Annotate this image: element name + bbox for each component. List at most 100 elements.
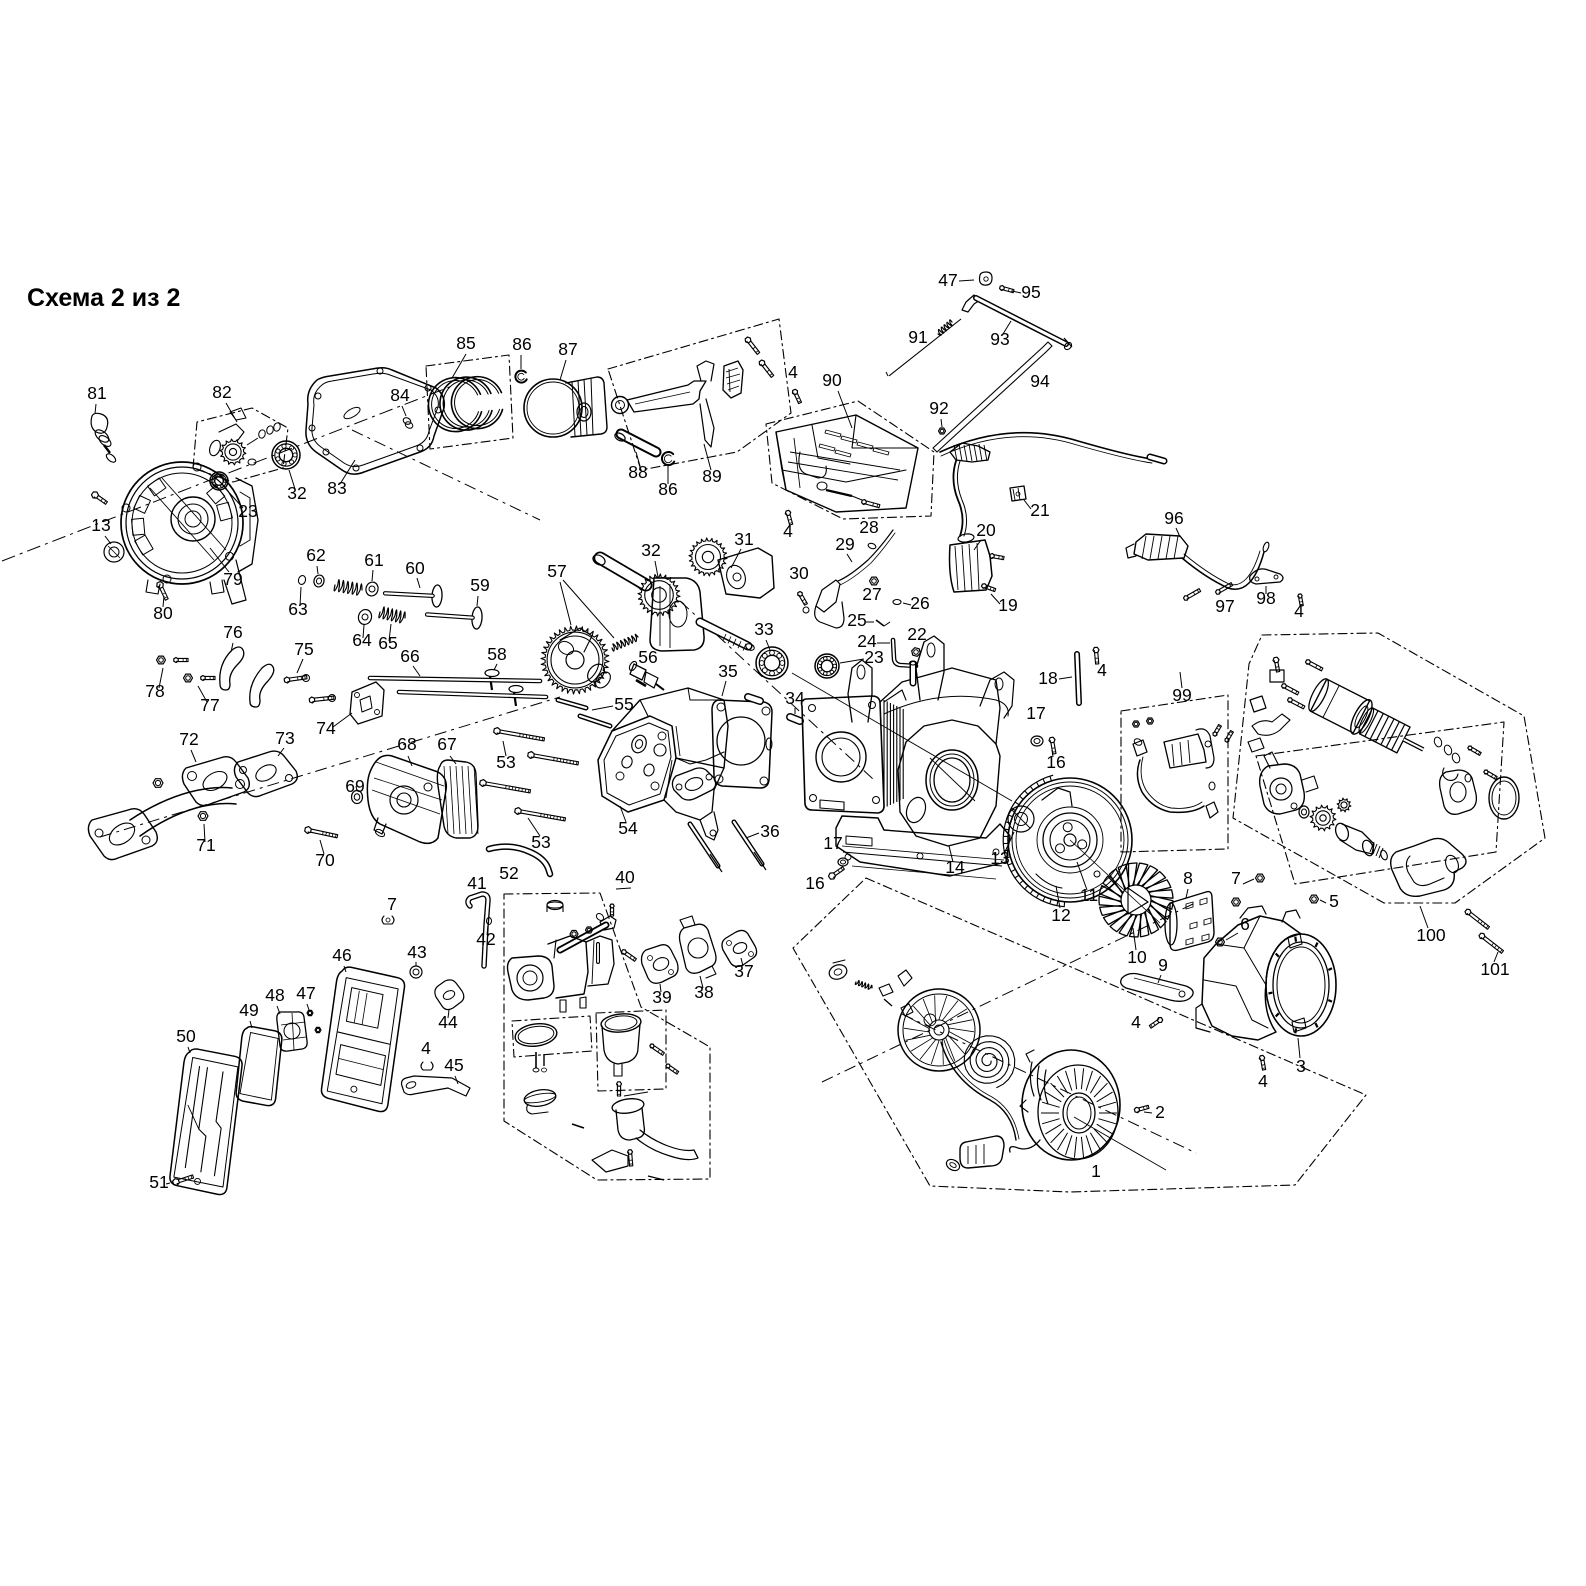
svg-text:22: 22 — [907, 624, 926, 644]
svg-text:4: 4 — [1294, 601, 1304, 621]
svg-text:46: 46 — [332, 945, 351, 965]
svg-text:47: 47 — [296, 983, 315, 1003]
svg-text:6: 6 — [1240, 914, 1250, 934]
svg-text:12: 12 — [1051, 905, 1070, 925]
svg-text:99: 99 — [1172, 685, 1191, 705]
svg-text:87: 87 — [558, 339, 577, 359]
svg-text:19: 19 — [998, 595, 1017, 615]
svg-text:84: 84 — [390, 385, 410, 405]
svg-text:17: 17 — [823, 833, 842, 853]
svg-text:76: 76 — [223, 622, 242, 642]
svg-text:21: 21 — [1030, 500, 1049, 520]
svg-text:23: 23 — [238, 501, 257, 521]
svg-text:48: 48 — [265, 985, 284, 1005]
svg-text:97: 97 — [1215, 596, 1234, 616]
svg-text:40: 40 — [615, 867, 635, 887]
svg-text:93: 93 — [990, 329, 1009, 349]
svg-text:39: 39 — [652, 987, 671, 1007]
svg-text:13: 13 — [91, 515, 110, 535]
svg-text:20: 20 — [976, 520, 996, 540]
svg-text:82: 82 — [212, 382, 231, 402]
svg-text:100: 100 — [1416, 925, 1445, 945]
svg-text:64: 64 — [352, 630, 372, 650]
svg-text:27: 27 — [862, 584, 881, 604]
svg-text:7: 7 — [387, 894, 397, 914]
svg-text:94: 94 — [1030, 371, 1050, 391]
svg-text:52: 52 — [499, 863, 518, 883]
svg-text:4: 4 — [421, 1038, 431, 1058]
svg-text:96: 96 — [1164, 508, 1183, 528]
svg-text:73: 73 — [275, 728, 294, 748]
svg-text:4: 4 — [788, 362, 798, 382]
svg-text:49: 49 — [239, 1000, 258, 1020]
svg-text:66: 66 — [400, 646, 419, 666]
svg-text:16: 16 — [805, 873, 824, 893]
svg-text:10: 10 — [1127, 947, 1147, 967]
svg-text:53: 53 — [531, 832, 550, 852]
svg-text:60: 60 — [405, 558, 425, 578]
svg-text:77: 77 — [200, 695, 219, 715]
svg-text:25: 25 — [847, 610, 866, 630]
svg-text:36: 36 — [760, 821, 779, 841]
svg-text:5: 5 — [1329, 891, 1339, 911]
svg-text:58: 58 — [487, 644, 506, 664]
svg-text:23: 23 — [864, 647, 883, 667]
svg-text:72: 72 — [179, 729, 198, 749]
svg-text:7: 7 — [1231, 868, 1241, 888]
svg-text:63: 63 — [288, 599, 307, 619]
svg-text:85: 85 — [456, 333, 475, 353]
svg-text:88: 88 — [628, 462, 647, 482]
svg-text:79: 79 — [223, 569, 242, 589]
svg-text:41: 41 — [467, 873, 486, 893]
svg-text:90: 90 — [822, 370, 842, 390]
svg-text:47: 47 — [938, 270, 957, 290]
svg-text:42: 42 — [476, 929, 495, 949]
svg-text:57: 57 — [547, 561, 566, 581]
svg-text:55: 55 — [614, 694, 633, 714]
svg-text:56: 56 — [638, 647, 657, 667]
svg-text:89: 89 — [702, 466, 721, 486]
svg-text:33: 33 — [754, 619, 773, 639]
svg-text:43: 43 — [407, 942, 426, 962]
svg-text:98: 98 — [1256, 588, 1275, 608]
svg-text:38: 38 — [694, 982, 713, 1002]
svg-text:24: 24 — [857, 631, 877, 651]
svg-text:3: 3 — [1296, 1056, 1306, 1076]
svg-text:16: 16 — [1046, 752, 1065, 772]
svg-text:67: 67 — [437, 734, 456, 754]
svg-text:95: 95 — [1021, 282, 1040, 302]
svg-text:17: 17 — [1026, 703, 1045, 723]
svg-text:83: 83 — [327, 478, 346, 498]
svg-text:65: 65 — [378, 633, 397, 653]
svg-text:44: 44 — [438, 1012, 458, 1032]
svg-text:54: 54 — [618, 818, 638, 838]
svg-text:Схема 2 из 2: Схема 2 из 2 — [27, 284, 180, 312]
svg-text:71: 71 — [196, 835, 215, 855]
svg-text:1: 1 — [1091, 1161, 1101, 1181]
svg-text:4: 4 — [1131, 1012, 1141, 1032]
svg-text:75: 75 — [294, 639, 313, 659]
svg-text:32: 32 — [641, 540, 660, 560]
svg-text:30: 30 — [789, 563, 809, 583]
svg-text:32: 32 — [287, 483, 306, 503]
svg-text:69: 69 — [345, 776, 364, 796]
svg-text:61: 61 — [364, 550, 383, 570]
svg-text:70: 70 — [315, 850, 335, 870]
svg-text:4: 4 — [1258, 1071, 1268, 1091]
svg-text:62: 62 — [306, 545, 325, 565]
svg-text:4: 4 — [1097, 660, 1107, 680]
svg-text:9: 9 — [1158, 955, 1168, 975]
svg-text:91: 91 — [908, 327, 927, 347]
svg-text:101: 101 — [1480, 959, 1509, 979]
svg-text:45: 45 — [444, 1055, 463, 1075]
svg-text:80: 80 — [153, 603, 173, 623]
svg-text:8: 8 — [1183, 868, 1193, 888]
svg-text:74: 74 — [316, 718, 336, 738]
svg-text:86: 86 — [658, 479, 677, 499]
svg-text:2: 2 — [1155, 1102, 1165, 1122]
svg-text:53: 53 — [496, 752, 515, 772]
svg-text:34: 34 — [785, 688, 805, 708]
svg-text:59: 59 — [470, 575, 489, 595]
svg-text:37: 37 — [734, 961, 753, 981]
svg-text:51: 51 — [149, 1172, 168, 1192]
